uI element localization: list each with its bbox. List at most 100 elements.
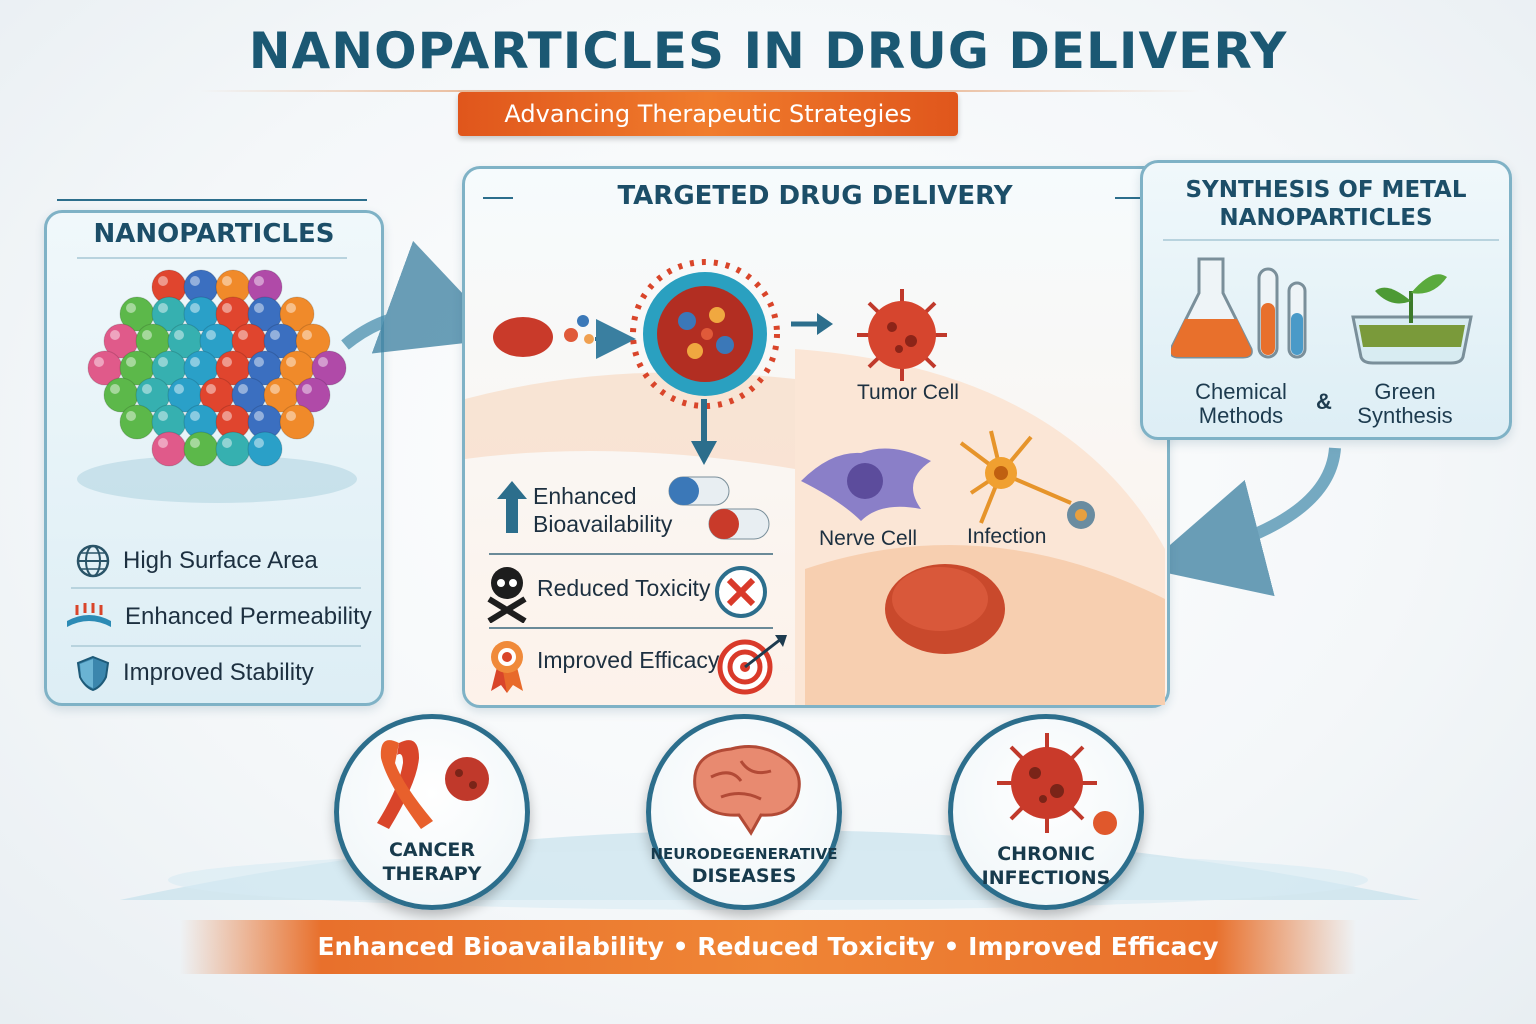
- synthesis-title-line2: NANOPARTICLES: [1219, 205, 1433, 231]
- app-label-line2: INFECTIONS: [981, 867, 1111, 889]
- sphere-highlight: [158, 276, 168, 286]
- green-synthesis-plant-icon: [1351, 274, 1473, 365]
- benefit-divider: [489, 627, 773, 629]
- sphere-highlight: [286, 411, 296, 421]
- capsule-pills-icon: [668, 476, 770, 540]
- title-dash-right: [1115, 197, 1145, 199]
- benefit-enhanced-line1: Enhanced: [533, 483, 637, 509]
- title-dash-left: [483, 197, 513, 199]
- targeted-delivery-panel: TARGETED DRUG DELIVERY: [462, 166, 1170, 708]
- nerve-cell-label: Nerve Cell: [819, 527, 918, 550]
- skull-crossbones-icon: [487, 567, 527, 623]
- sphere-highlight: [190, 411, 200, 421]
- feature-label: Improved Stability: [123, 659, 314, 686]
- arrow-back-to-delivery: [1143, 447, 1341, 597]
- sphere-highlight: [222, 357, 232, 367]
- subtitle-banner: Advancing Therapeutic Strategies: [458, 92, 958, 136]
- drug-carrier-illustration: [493, 259, 780, 409]
- app-label-line1: CANCER: [388, 839, 476, 861]
- sphere-highlight: [142, 384, 152, 394]
- feature-improved-stability: Improved Stability: [73, 655, 314, 691]
- app-label-line1: CHRONIC: [997, 843, 1095, 865]
- nanoparticles-title: NANOPARTICLES: [93, 219, 335, 249]
- sphere-highlight: [142, 330, 152, 340]
- application-neurodegenerative-diseases: NEURODEGENERATIVE DISEASES: [646, 714, 842, 910]
- infection-label: Infection: [967, 525, 1047, 548]
- sphere-highlight: [174, 384, 184, 394]
- feature-divider: [71, 645, 361, 647]
- title-divider: [1163, 239, 1499, 241]
- sphere-highlight: [270, 384, 280, 394]
- nanoparticle-sphere: [311, 350, 347, 386]
- sphere-highlight: [254, 411, 264, 421]
- footer-benefits-banner: Enhanced Bioavailability • Reduced Toxic…: [180, 920, 1356, 974]
- nanoparticle-cluster-illustration: [77, 269, 357, 503]
- green-synthesis-line2: Synthesis: [1357, 403, 1453, 428]
- sphere-highlight: [158, 303, 168, 313]
- sphere-highlight: [94, 357, 104, 367]
- sphere-highlight: [318, 357, 328, 367]
- synthesis-title-line1: SYNTHESIS OF METAL: [1185, 177, 1467, 203]
- nanoparticle-sphere: [295, 377, 331, 413]
- sphere-highlight: [126, 303, 136, 313]
- award-ribbon-icon: [491, 641, 523, 693]
- sphere-highlight: [190, 357, 200, 367]
- synthesis-panel: SYNTHESIS OF METAL NANOPARTICLES Chemica…: [1140, 160, 1512, 440]
- sphere-highlight: [158, 411, 168, 421]
- sphere-highlight: [190, 303, 200, 313]
- sphere-highlight: [254, 303, 264, 313]
- green-synthesis-line1: Green: [1374, 379, 1436, 404]
- sphere-highlight: [126, 357, 136, 367]
- sphere-highlight: [238, 330, 248, 340]
- globe-icon: [76, 544, 110, 578]
- sphere-highlight: [238, 384, 248, 394]
- benefit-divider: [489, 553, 773, 555]
- panel-top-rule: [57, 199, 367, 201]
- shield-icon: [76, 655, 110, 691]
- neuron-infection-icon: [959, 430, 1095, 529]
- sphere-highlight: [222, 411, 232, 421]
- page-title: NANOPARTICLES IN DRUG DELIVERY: [248, 22, 1288, 80]
- chemical-flask-icon: [1171, 257, 1307, 359]
- sphere-highlight: [286, 303, 296, 313]
- nanoparticle-sphere: [295, 323, 331, 359]
- nanoparticle-sphere: [279, 404, 315, 440]
- tumor-cell-label: Tumor Cell: [857, 381, 959, 404]
- sphere-highlight: [222, 438, 232, 448]
- sphere-highlight: [270, 330, 280, 340]
- sphere-highlight: [158, 438, 168, 448]
- application-chronic-infections: CHRONIC INFECTIONS: [948, 714, 1144, 910]
- target-icon: [717, 635, 787, 695]
- application-cancer-therapy: CANCER THERAPY: [334, 714, 530, 910]
- arrow-to-delivery: [341, 240, 506, 354]
- nanoparticle-sphere: [279, 296, 315, 332]
- sphere-highlight: [190, 276, 200, 286]
- feature-label: Enhanced Permeability: [125, 603, 372, 630]
- sphere-highlight: [174, 330, 184, 340]
- sphere-highlight: [222, 303, 232, 313]
- title-divider: [77, 257, 347, 259]
- app-label-line2: THERAPY: [382, 863, 482, 885]
- sphere-highlight: [254, 276, 264, 286]
- app-label-line1: NEURODEGENERATIVE: [650, 845, 838, 863]
- sphere-highlight: [206, 384, 216, 394]
- sphere-highlight: [206, 330, 216, 340]
- app-label-line2: DISEASES: [691, 865, 797, 887]
- sphere-highlight: [158, 357, 168, 367]
- cancer-ribbon-icon: [377, 740, 489, 829]
- membrane-icon: [67, 603, 111, 627]
- sphere-highlight: [110, 384, 120, 394]
- down-arrow-icon: [691, 399, 717, 465]
- sphere-highlight: [190, 438, 200, 448]
- nerve-cell-icon: [801, 448, 931, 521]
- feature-enhanced-permeability: Enhanced Permeability: [63, 599, 372, 635]
- benefit-reduced-toxicity: Reduced Toxicity: [537, 575, 711, 601]
- benefit-improved-efficacy: Improved Efficacy: [537, 647, 720, 673]
- sphere-highlight: [302, 384, 312, 394]
- sphere-highlight: [302, 330, 312, 340]
- up-arrow-icon: [497, 481, 527, 533]
- tumor-cell-icon: [857, 289, 947, 381]
- no-toxicity-icon: [715, 566, 767, 618]
- brain-icon: [693, 745, 801, 836]
- nanoparticles-panel: NANOPARTICLES High Surface Area Enhanced…: [44, 199, 384, 706]
